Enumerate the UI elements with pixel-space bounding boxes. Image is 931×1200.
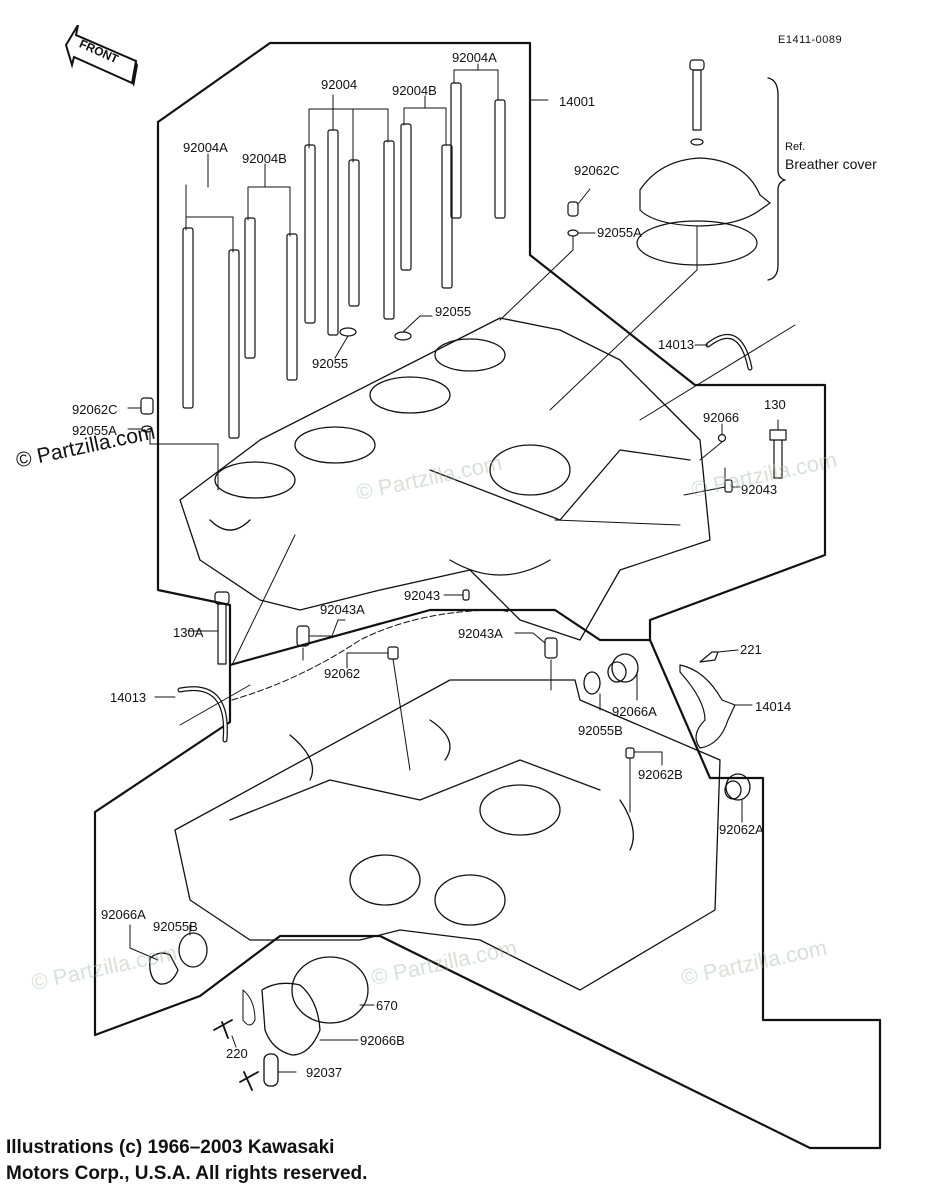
part-label-92055[interactable]: 92055 <box>312 356 349 371</box>
part-label-92062[interactable]: 92062 <box>324 666 361 681</box>
reference-prefix: Ref. <box>785 141 806 153</box>
upper-crankcase <box>179 317 711 641</box>
part-label-14013[interactable]: 14013 <box>658 337 695 352</box>
reference-name: Breather cover <box>785 156 877 172</box>
part-label-92004B[interactable]: 92004B <box>242 151 287 166</box>
drawing-number: E1411-0089 <box>778 34 843 46</box>
part-label-92055A[interactable]: 92055A <box>72 423 117 438</box>
part-label-14013[interactable]: 14013 <box>110 690 147 705</box>
part-label-221[interactable]: 221 <box>740 642 762 657</box>
part-label-92066B[interactable]: 92066B <box>360 1033 405 1048</box>
part-label-92062C[interactable]: 92062C <box>72 402 118 417</box>
part-label-92037[interactable]: 92037 <box>306 1065 343 1080</box>
part-label-92055[interactable]: 92055 <box>435 304 472 319</box>
part-label-92055B[interactable]: 92055B <box>153 919 198 934</box>
part-label-92055A[interactable]: 92055A <box>597 225 642 240</box>
part-label-14001[interactable]: 14001 <box>559 94 596 109</box>
lower-case-boundary <box>93 638 882 1150</box>
part-label-92004A[interactable]: 92004A <box>452 50 497 65</box>
part-label-92062A[interactable]: 92062A <box>719 822 764 837</box>
part-label-92043A[interactable]: 92043A <box>458 626 503 641</box>
part-label-92066A[interactable]: 92066A <box>612 704 657 719</box>
part-label-92043[interactable]: 92043 <box>404 588 441 603</box>
part-label-92062B[interactable]: 92062B <box>638 767 683 782</box>
part-label-92004A[interactable]: 92004A <box>183 140 228 155</box>
part-label-92055B[interactable]: 92055B <box>578 723 623 738</box>
copyright-line-2: Motors Corp., U.S.A. All rights reserved… <box>6 1163 368 1184</box>
lower-crankcase <box>174 679 721 991</box>
part-label-14014[interactable]: 14014 <box>755 699 792 714</box>
part-label-92066[interactable]: 92066 <box>703 410 740 425</box>
copyright-notice: Illustrations (c) 1966–2003 Kawasaki Mot… <box>6 1135 367 1187</box>
part-label-92004[interactable]: 92004 <box>321 77 358 92</box>
part-label-130A[interactable]: 130A <box>173 625 204 640</box>
studs <box>182 82 506 439</box>
part-label-670[interactable]: 670 <box>376 998 398 1013</box>
part-label-220[interactable]: 220 <box>226 1046 248 1061</box>
part-label-92066A[interactable]: 92066A <box>101 907 146 922</box>
part-label-92043A[interactable]: 92043A <box>320 602 365 617</box>
part-label-130[interactable]: 130 <box>764 397 786 412</box>
copyright-line-1: Illustrations (c) 1966–2003 Kawasaki <box>6 1137 335 1158</box>
front-direction-arrow-icon: FRONT <box>64 25 138 87</box>
upper-case-boundary <box>156 41 827 667</box>
part-label-92062C[interactable]: 92062C <box>574 163 620 178</box>
breather-cover <box>549 59 771 411</box>
part-label-92043[interactable]: 92043 <box>741 482 778 497</box>
part-label-92004B[interactable]: 92004B <box>392 83 437 98</box>
